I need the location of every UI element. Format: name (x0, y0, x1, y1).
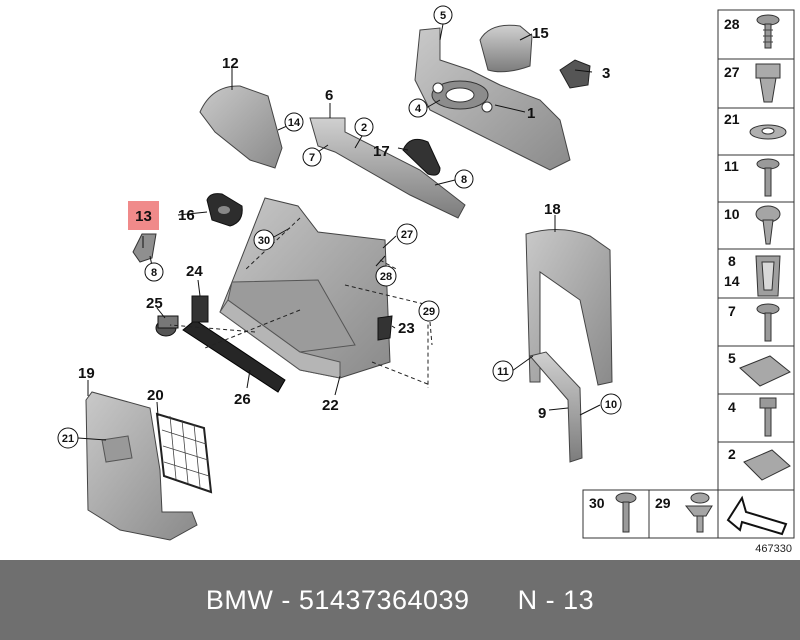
socket-part (155, 315, 179, 337)
trim-piece-13-part (132, 233, 157, 263)
pillar-strip-part (529, 351, 583, 463)
reference-number: 467330 (755, 543, 792, 555)
clip-27-icon (755, 63, 781, 103)
callout-1: 1 (527, 105, 535, 122)
callout-10: 10 (605, 399, 617, 411)
nut-clip-2-icon (743, 449, 791, 481)
callout-30: 30 (258, 235, 270, 247)
side-trim-panel-part (85, 391, 198, 541)
legend-label-29: 29 (655, 495, 671, 511)
callout-9: 9 (538, 405, 546, 422)
callout-14: 14 (288, 117, 301, 129)
legend-label-28: 28 (724, 16, 740, 32)
clip-part (559, 59, 591, 89)
callout-25: 25 (146, 295, 163, 312)
rear-pillar-trim-part (525, 228, 613, 386)
leader-lines (77, 23, 601, 441)
callout-18: 18 (544, 201, 561, 218)
circled-callouts: 5 4 14 2 7 8 8 30 27 28 29 11 10 21 (57, 5, 622, 449)
legend-label-30: 30 (589, 495, 605, 511)
callout-7: 7 (309, 152, 315, 164)
callout-11: 11 (497, 366, 509, 378)
callout-24: 24 (186, 263, 203, 280)
nut-clip-5-icon (739, 355, 791, 387)
footer-separator: - (273, 584, 299, 615)
callout-22: 22 (322, 397, 339, 414)
part-info-footer: BMW - 51437364039 N - 13 (0, 560, 800, 640)
legend-label-4: 4 (728, 399, 736, 415)
legend-label-2: 2 (728, 446, 736, 462)
callout-2: 2 (361, 122, 367, 134)
callout-4: 4 (415, 103, 422, 115)
callout-28: 28 (380, 271, 392, 283)
footer-gap (470, 585, 518, 616)
screw-28-icon (756, 14, 780, 49)
clip-23-part (377, 315, 393, 341)
callout-15: 15 (532, 25, 549, 42)
screw-30-icon (615, 492, 637, 533)
callout-3: 3 (602, 65, 610, 82)
arrow-symbol-icon (726, 495, 788, 536)
upper-trim-part (199, 85, 283, 169)
screw-7-icon (756, 303, 780, 342)
callout-12: 12 (222, 55, 239, 72)
bolt-4-icon (759, 397, 777, 437)
parts-diagram: 15 3 1 12 6 17 16 24 25 23 26 22 18 9 19… (57, 5, 795, 555)
callout-21: 21 (62, 433, 74, 445)
fastener-legend: 28 27 21 11 10 8 14 7 5 4 2 (582, 9, 795, 539)
callout-16: 16 (178, 207, 195, 224)
callout-8-top: 8 (461, 174, 467, 186)
callout-19: 19 (78, 365, 95, 382)
push-pin-29-icon (684, 492, 713, 533)
callout-27: 27 (401, 229, 413, 241)
rivet-10-icon (755, 205, 781, 245)
small-cover-part (402, 138, 441, 176)
clip-8-14-icon (755, 255, 781, 297)
legend-label-7: 7 (728, 303, 736, 319)
callout-8-left: 8 (151, 267, 157, 279)
callout-6: 6 (325, 87, 333, 104)
callout-17: 17 (373, 143, 390, 160)
legend-label-21: 21 (724, 111, 740, 127)
legend-label-14: 14 (724, 273, 740, 289)
callout-13-highlight (128, 201, 159, 230)
callout-26: 26 (234, 391, 251, 408)
callout-20: 20 (147, 387, 164, 404)
panel-floor (227, 279, 356, 353)
cargo-net-part (155, 412, 213, 494)
footer-brand: BMW (205, 584, 274, 615)
footer-part-number: 51437364039 (298, 584, 470, 615)
washer-21-icon (749, 124, 787, 140)
legend-label-5: 5 (728, 350, 736, 366)
legend-label-8: 8 (728, 253, 736, 269)
footer-position: N - 13 (517, 584, 595, 615)
cover-cap-part (479, 24, 533, 73)
callout-29: 29 (423, 306, 435, 318)
callout-13: 13 (135, 208, 152, 225)
screw-11-icon (756, 158, 780, 197)
plate-part (191, 295, 209, 323)
legend-label-27: 27 (724, 64, 740, 80)
legend-label-10: 10 (724, 206, 740, 222)
callout-5: 5 (440, 10, 446, 22)
rear-bracket-assembly (414, 27, 571, 171)
legend-label-11: 11 (724, 158, 739, 174)
side-rail-part (309, 117, 466, 219)
lower-strip-part (182, 319, 286, 393)
callout-23: 23 (398, 320, 415, 337)
